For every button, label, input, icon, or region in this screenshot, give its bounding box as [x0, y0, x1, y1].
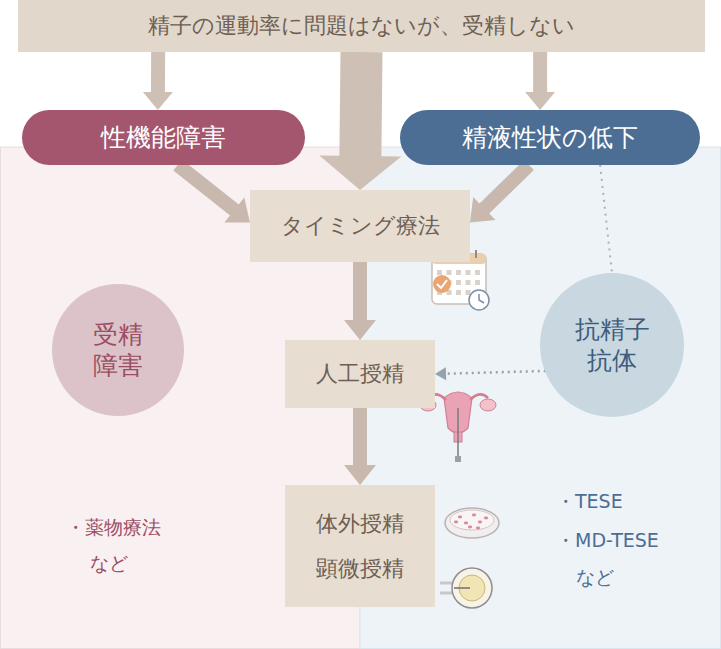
calendar-cell	[466, 270, 471, 275]
cell-dot	[454, 521, 458, 524]
node-text: 抗精子抗体	[573, 314, 651, 377]
connector-line	[484, 165, 529, 209]
circle-outline	[52, 284, 184, 416]
node-text: 精子の運動率に問題はないが、受精しない	[148, 12, 575, 40]
connector-line	[360, 52, 361, 157]
connector-line	[445, 371, 546, 374]
arrow-head	[435, 367, 446, 380]
circle-shape	[52, 284, 184, 416]
arrow-head	[344, 320, 376, 340]
cell-dot	[484, 517, 488, 520]
note-label: ・薬物療法	[66, 516, 161, 539]
node-text: 顕微授精	[316, 555, 404, 583]
note-label: ・MD-TESE	[556, 529, 659, 552]
calendar-cell	[456, 270, 461, 275]
cell-dot	[464, 522, 468, 525]
treatment-box: 人工授精	[285, 340, 435, 408]
node-text: 精液性状の低下	[462, 122, 638, 153]
node-text: 受精障害	[92, 319, 145, 382]
cell-dot	[476, 527, 480, 530]
calendar-cell	[466, 290, 471, 295]
arrow-head	[525, 92, 555, 110]
circle-outline	[540, 273, 684, 417]
petri-dish-icon	[445, 508, 499, 538]
connector-line	[353, 262, 367, 321]
cell-dot	[478, 521, 482, 524]
connector	[470, 165, 529, 222]
connector-line	[178, 165, 235, 211]
treatment-box: 体外授精顕微授精	[285, 485, 435, 607]
note-label: など	[576, 566, 614, 589]
connector-line	[353, 408, 367, 466]
connector-line	[600, 165, 612, 273]
calendar-cell	[466, 280, 471, 285]
condition-band: 精子の運動率に問題はないが、受精しない	[18, 0, 705, 52]
connector	[319, 52, 401, 190]
connector	[435, 367, 546, 380]
arrow-head	[224, 197, 250, 222]
node-text: 体外授精	[316, 510, 404, 538]
connector	[344, 408, 376, 485]
connector	[143, 52, 173, 110]
arrow-head	[319, 156, 401, 190]
pill-shape	[400, 110, 700, 165]
calendar-cell	[475, 270, 480, 275]
treatment-box: タイミング療法	[250, 190, 470, 262]
connector-line	[533, 52, 547, 93]
cell-dot	[458, 516, 462, 519]
cause-pill: 精液性状の低下	[400, 110, 700, 165]
circle-shape	[540, 273, 684, 417]
connector	[600, 165, 612, 273]
cell-dot	[468, 526, 472, 529]
calendar-cell	[447, 270, 452, 275]
calendar-cell	[456, 280, 461, 285]
pill-shape	[22, 110, 305, 165]
note-label: など	[90, 552, 128, 575]
arrow-head	[344, 465, 376, 485]
calendar-cell	[437, 270, 442, 275]
connector	[178, 165, 250, 223]
microinjection-icon	[440, 568, 492, 608]
arrow-head	[470, 197, 495, 222]
note-label: ・TESE	[556, 490, 623, 513]
cause-pill: 性機能障害	[22, 110, 305, 165]
condition-circle: 抗精子抗体	[540, 273, 684, 417]
arrow-head	[143, 92, 173, 110]
calendar-cell	[456, 290, 461, 295]
cell-dot	[472, 514, 476, 517]
node-text: タイミング療法	[281, 212, 440, 240]
condition-circle: 受精障害	[52, 284, 184, 416]
node-text: 性機能障害	[101, 122, 226, 153]
connector-line	[151, 52, 165, 93]
calendar-cell	[475, 280, 480, 285]
node-text: 人工授精	[316, 360, 404, 388]
connector	[344, 262, 376, 340]
connector	[525, 52, 555, 110]
